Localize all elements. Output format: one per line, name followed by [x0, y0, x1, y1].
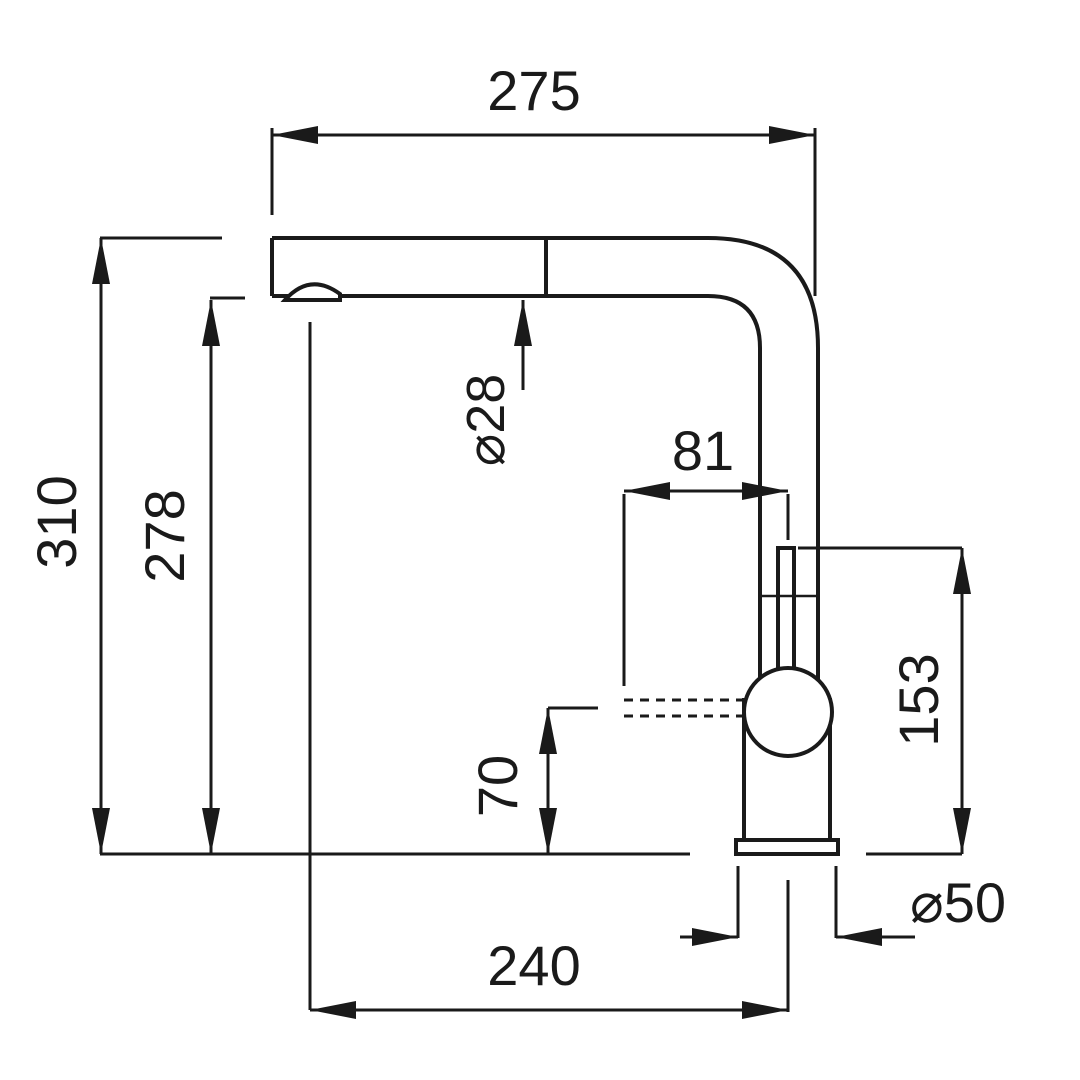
label-spout-height: 278	[133, 489, 196, 582]
arrow-278-bottom	[202, 808, 220, 854]
arrow-28	[514, 300, 532, 346]
arrow-275-left	[272, 126, 318, 144]
arrow-50-left	[692, 928, 738, 946]
arrow-70-top	[539, 708, 557, 754]
cartridge-knob	[742, 666, 834, 758]
aerator	[280, 282, 342, 302]
arrow-310-bottom	[92, 808, 110, 854]
faucet-outline	[270, 236, 840, 856]
arrow-240-left	[310, 1001, 356, 1019]
arrow-275-right	[769, 126, 815, 144]
lever-handle	[776, 546, 796, 680]
spout-outer-edge	[272, 236, 820, 690]
arrow-240-right	[742, 1001, 788, 1019]
label-spout-diameter: ⌀28	[456, 374, 516, 467]
label-overall-width: 275	[487, 59, 580, 122]
label-overall-height: 310	[25, 475, 88, 568]
label-spout-reach: 240	[487, 934, 580, 997]
extension-lines	[100, 128, 962, 1012]
spout-inner-edge	[272, 294, 762, 690]
label-body-clearance: 70	[466, 755, 529, 817]
arrow-81-left	[624, 482, 670, 500]
dimension-lines	[92, 126, 971, 1019]
base-plate	[734, 838, 840, 856]
arrow-50-right	[836, 928, 882, 946]
arrow-153-bottom	[953, 808, 971, 854]
arrow-310-top	[92, 238, 110, 284]
arrow-153-top	[953, 548, 971, 594]
arrow-278-top	[202, 300, 220, 346]
arrow-81-right	[742, 482, 788, 500]
arrow-70-bottom	[539, 808, 557, 854]
label-lever-height: 153	[887, 653, 950, 746]
label-lever-reach: 81	[672, 419, 734, 482]
dimension-labels: 275 310 278 ⌀28 81 153 70 ⌀50 240	[25, 59, 1006, 997]
label-base-diameter: ⌀50	[910, 871, 1006, 934]
